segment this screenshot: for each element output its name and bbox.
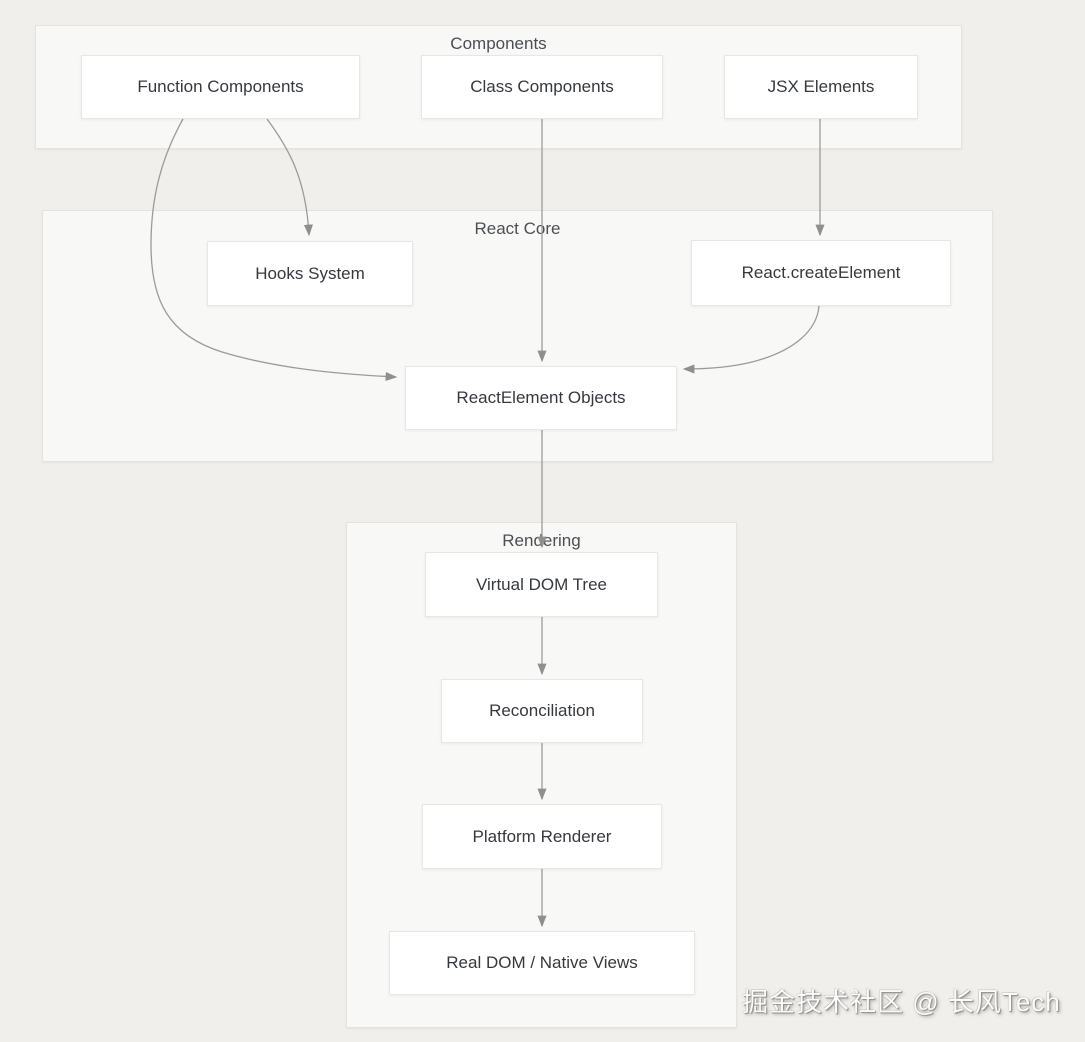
node-react-create-element: React.createElement	[691, 240, 951, 306]
group-components-title: Components	[450, 34, 547, 53]
node-hooks-system-label: Hooks System	[255, 263, 365, 283]
node-virtual-dom-tree-label: Virtual DOM Tree	[475, 574, 607, 594]
node-platform-renderer-label: Platform Renderer	[472, 826, 612, 846]
node-real-dom-native-views: Real DOM / Native Views	[389, 931, 695, 995]
node-react-element-objects-label: ReactElement Objects	[456, 388, 626, 407]
node-class-components: Class Components	[421, 55, 663, 119]
group-react-core-title: React Core	[474, 219, 561, 238]
node-hooks-system: Hooks System	[207, 241, 413, 306]
node-jsx-elements: JSX Elements	[724, 55, 918, 119]
group-rendering-title: Rendering	[502, 531, 581, 550]
node-platform-renderer: Platform Renderer	[422, 804, 662, 869]
node-reconciliation-label: Reconciliation	[489, 701, 595, 720]
node-jsx-elements-label: JSX Elements	[767, 77, 875, 96]
node-function-components: Function Components	[81, 55, 360, 119]
node-virtual-dom-tree: Virtual DOM Tree	[425, 552, 658, 617]
node-react-create-element-label: React.createElement	[741, 263, 901, 282]
node-function-components-label: Function Components	[137, 77, 304, 96]
node-class-components-label: Class Components	[470, 77, 614, 96]
node-react-element-objects: ReactElement Objects	[405, 366, 677, 430]
watermark: 掘金技术社区 @ 长风Tech	[742, 987, 1061, 1017]
node-reconciliation: Reconciliation	[441, 679, 643, 743]
node-real-dom-native-views-label: Real DOM / Native Views	[446, 953, 638, 972]
